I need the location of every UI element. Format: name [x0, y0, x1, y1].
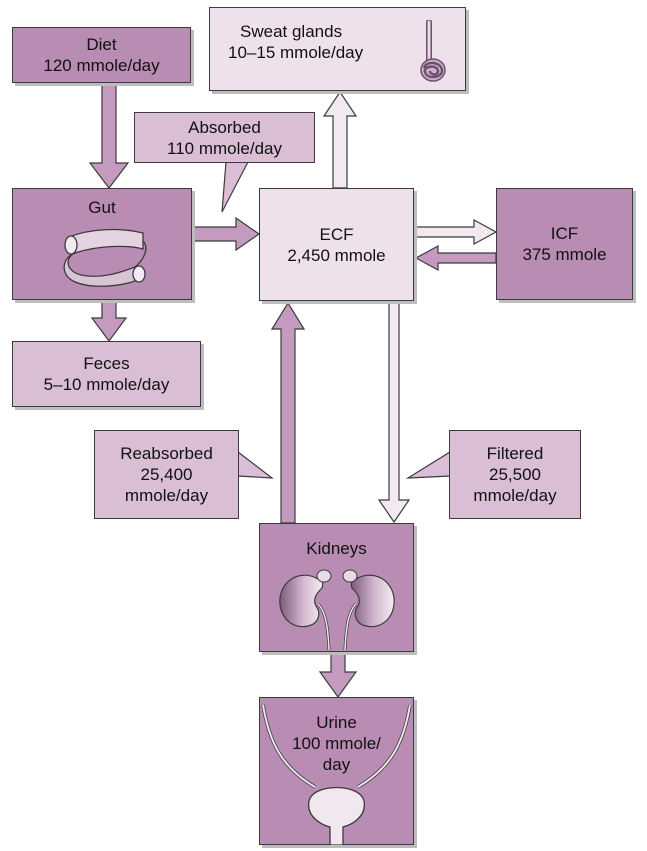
kidneys-label: Kidneys	[306, 539, 367, 558]
feces-amount: 5–10 mmole/day	[43, 375, 170, 394]
reabsorbed-callout: Reabsorbed 25,400 mmole/day	[94, 430, 239, 519]
gut-box: Gut	[12, 188, 192, 300]
absorbed-amount: 110 mmole/day	[167, 138, 282, 158]
absorbed-callout-pointer	[221, 161, 249, 213]
intestine-icon	[63, 228, 147, 287]
sweat-gland-icon	[420, 20, 446, 82]
absorbed-label: Absorbed	[188, 117, 261, 137]
diet-amount: 120 mmole/day	[43, 56, 160, 75]
urine-box: Urine 100 mmole/ day	[259, 697, 414, 845]
reabsorbed-unit: mmole/day	[124, 486, 209, 505]
icf-label: ICF	[550, 224, 579, 243]
urine-label: Urine	[316, 713, 357, 732]
sweat-glands-box: Sweat glands 10–15 mmole/day	[209, 7, 466, 91]
diet-box: Diet 120 mmole/day	[12, 27, 191, 83]
sweat-glands-label: Sweat glands	[240, 22, 343, 41]
ecf-to-icf-arrow	[413, 218, 498, 246]
bladder-icon	[261, 704, 412, 845]
kidneys-box: Kidneys	[259, 523, 414, 652]
sweat-glands-amount: 10–15 mmole/day	[228, 43, 364, 62]
filtered-callout: Filtered 25,500 mmole/day	[449, 430, 581, 519]
kidneys-to-urine-arrow	[318, 651, 358, 699]
gut-to-ecf-arrow	[191, 216, 261, 252]
kidneys-icon	[279, 569, 395, 650]
ecf-label: ECF	[319, 224, 354, 244]
ecf-to-sweat-arrow	[322, 90, 358, 189]
filtered-callout-pointer	[405, 450, 451, 479]
icf-to-ecf-arrow	[414, 244, 497, 272]
reabsorbed-callout-pointer	[237, 450, 274, 479]
urine-amount: 100 mmole/	[292, 734, 381, 753]
feces-label: Feces	[83, 354, 130, 373]
filtered-label: Filtered	[486, 444, 544, 463]
gut-label: Gut	[88, 198, 116, 217]
icf-box: ICF 375 mmole	[496, 188, 633, 300]
ecf-box: ECF 2,450 mmole	[259, 188, 414, 301]
filtered-unit: mmole/day	[473, 486, 557, 505]
reabsorbed-amount: 25,400	[140, 465, 193, 484]
kidneys-to-ecf-arrow	[270, 301, 306, 524]
absorbed-callout: Absorbed 110 mmole/day	[134, 112, 315, 163]
ecf-amount: 2,450 mmole	[287, 245, 386, 265]
reabsorbed-label: Reabsorbed	[120, 444, 213, 463]
filtered-amount: 25,500	[489, 465, 541, 484]
diet-to-gut-arrow	[88, 81, 130, 189]
icf-amount: 375 mmole	[522, 245, 607, 264]
feces-box: Feces 5–10 mmole/day	[12, 341, 201, 407]
ecf-to-kidneys-arrow	[377, 300, 411, 524]
gut-to-feces-arrow	[90, 299, 128, 343]
urine-unit: day	[322, 755, 351, 774]
diet-label: Diet	[86, 35, 117, 54]
